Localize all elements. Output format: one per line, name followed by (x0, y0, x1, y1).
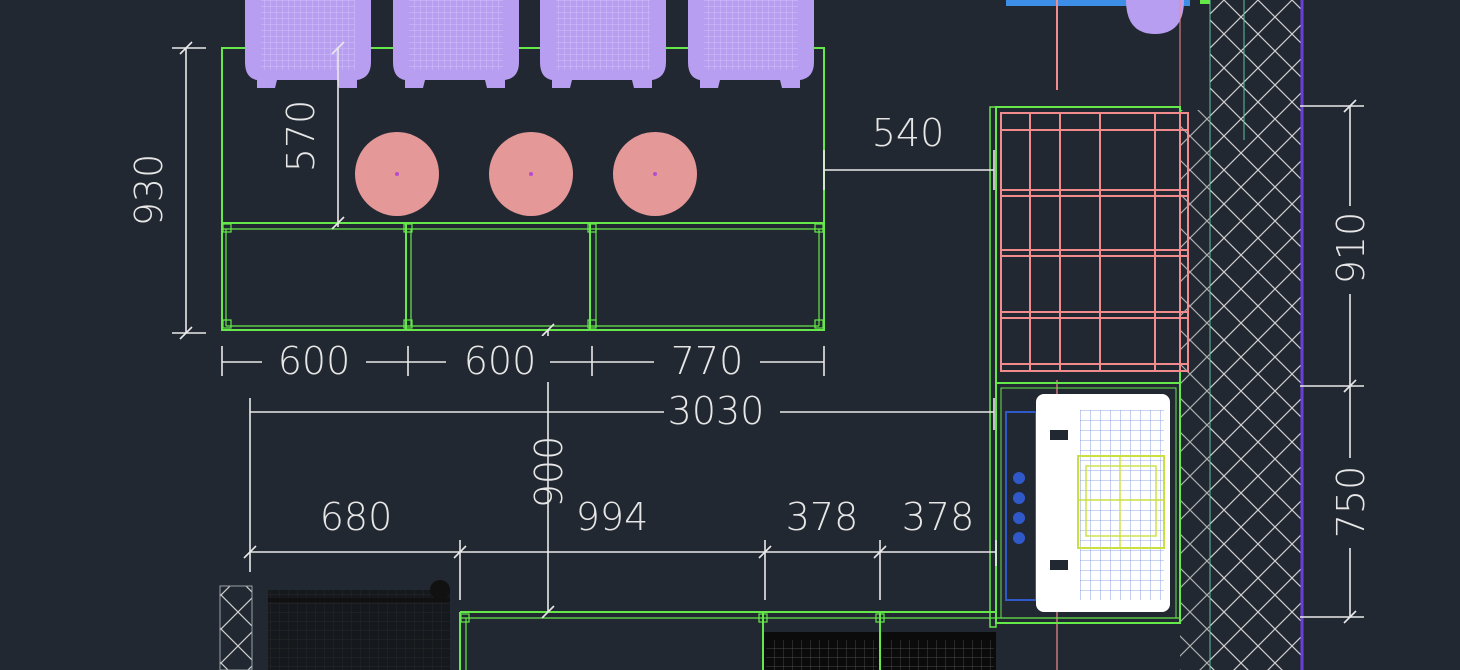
sink-unit (995, 382, 1181, 624)
dim-378-first: 378 (786, 495, 859, 539)
purple-fixture (1126, 0, 1184, 34)
dim-770: 770 (671, 339, 744, 383)
chair (540, 0, 666, 88)
dim-540: 540 (872, 111, 945, 155)
dim-570: 570 (279, 100, 323, 173)
dim-378-second: 378 (902, 495, 975, 539)
dim-994: 994 (576, 495, 649, 539)
bar-counter (221, 47, 825, 331)
stool-center-dot (395, 172, 399, 176)
dim-600-second: 600 (464, 339, 537, 383)
chairs (245, 0, 814, 88)
dim-600-first: 600 (278, 339, 351, 383)
round-stools (355, 132, 697, 216)
chair (688, 0, 814, 88)
chair (393, 0, 519, 88)
dimension-lines (172, 41, 1370, 624)
dim-910: 910 (1329, 212, 1373, 285)
dimension-labels: 930 570 540 600 600 770 3030 900 680 994… (127, 100, 1373, 539)
dim-680: 680 (320, 495, 393, 539)
blue-bar (1006, 0, 1190, 6)
dim-3030: 3030 (668, 389, 765, 433)
fridge-rack (989, 106, 1189, 628)
dim-930: 930 (127, 154, 171, 227)
stool-center-dot (653, 172, 657, 176)
chair (245, 0, 371, 88)
stool-center-dot (529, 172, 533, 176)
hatched-wall (1180, 0, 1304, 670)
bottom-counter (219, 580, 1180, 670)
dim-750: 750 (1329, 466, 1373, 539)
dim-900: 900 (527, 436, 571, 509)
